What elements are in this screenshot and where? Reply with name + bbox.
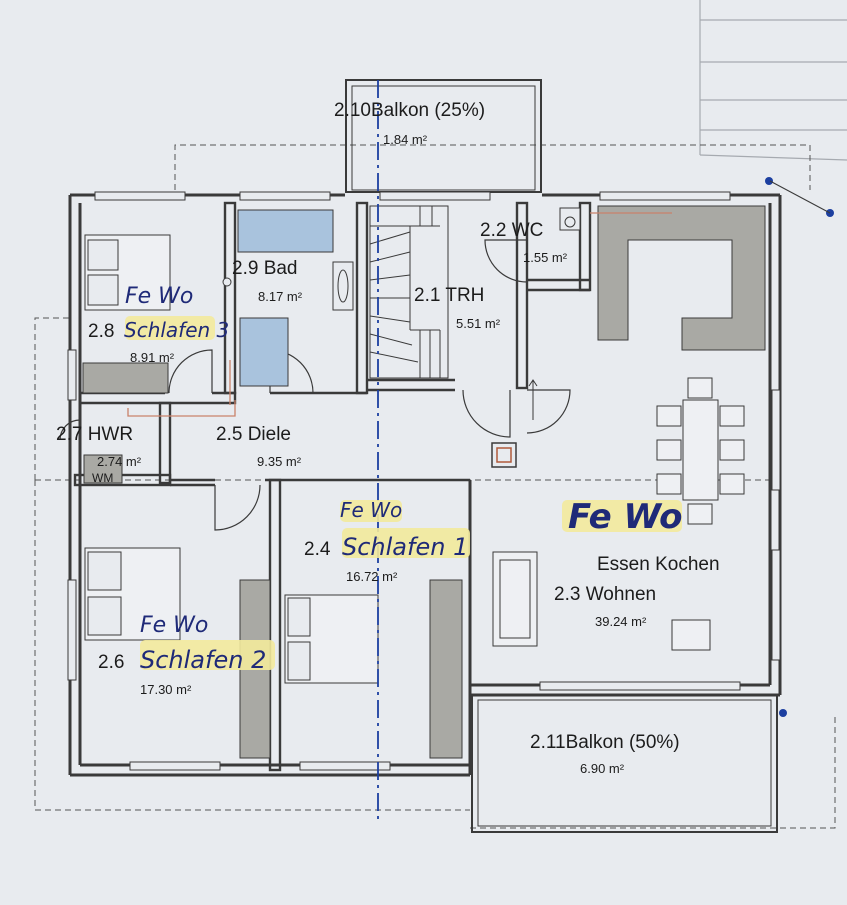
bedroom-furniture <box>82 234 463 759</box>
interior-walls <box>73 201 592 772</box>
wc-area: 1.55 m² <box>523 250 568 265</box>
wohnen-line1: Essen Kochen <box>597 554 720 575</box>
bathroom-fixtures <box>222 207 581 387</box>
balkon-top-area: 1.84 m² <box>383 132 428 147</box>
schlafen2-area: 17.30 m² <box>140 682 192 697</box>
hwr-name: 2.7 HWR <box>56 424 133 445</box>
diele-name: 2.5 Diele <box>216 424 291 445</box>
schlafen3-area: 8.91 m² <box>130 350 175 365</box>
hwr-wm: WM <box>92 471 113 485</box>
balkon-bottom-name: 2.11Balkon (50%) <box>530 732 680 753</box>
door-swings <box>59 239 571 531</box>
balkon-bottom-area: 6.90 m² <box>580 761 625 776</box>
bad-area: 8.17 m² <box>258 289 303 304</box>
schlafen2-number: 2.6 <box>98 652 124 673</box>
note-schlafen3: Schlafen 3 <box>124 318 229 342</box>
chimney <box>491 442 517 468</box>
balkon-top-name: 2.10Balkon (25%) <box>334 100 485 121</box>
dining-table <box>656 377 745 525</box>
schlafen3-number: 2.8 <box>88 321 114 342</box>
kitchen-counters <box>597 205 766 351</box>
note-fewo-wohnen: Fe Wo <box>568 497 682 537</box>
note-fewo-schlafen3: Fe Wo <box>125 284 193 309</box>
windows <box>67 191 781 771</box>
schlafen1-number: 2.4 <box>304 539 331 560</box>
diele-area: 9.35 m² <box>257 454 302 469</box>
stair-arrow <box>528 379 538 420</box>
wohnen-line2: 2.3 Wohnen <box>554 584 656 605</box>
heating-pipes <box>127 212 672 417</box>
exterior-stair-lines <box>699 0 847 161</box>
living-furniture <box>492 551 711 651</box>
axis-dot-link <box>769 180 831 214</box>
schlafen1-area: 16.72 m² <box>346 569 398 584</box>
wc-name: 2.2 WC <box>480 220 543 241</box>
room-labels: 2.10Balkon (25%) 1.84 m² 2.2 WC 1.55 m² … <box>56 100 720 776</box>
note-schlafen2: Schlafen 2 <box>140 646 266 674</box>
hwr-area: 2.74 m² <box>97 454 142 469</box>
trh-name: 2.1 TRH <box>414 285 484 306</box>
handwritten-notes: Fe Wo Schlafen 3 Fe Wo Schlafen 1 Fe Wo … <box>124 284 682 674</box>
wohnen-area: 39.24 m² <box>595 614 647 629</box>
note-schlafen1: Schlafen 1 <box>342 533 468 561</box>
note-fewo-schlafen2: Fe Wo <box>140 613 208 638</box>
trh-area: 5.51 m² <box>456 316 501 331</box>
bad-name: 2.9 Bad <box>232 258 298 279</box>
note-fewo-schlafen1: Fe Wo <box>340 498 402 522</box>
highlighter-marks <box>125 316 682 670</box>
